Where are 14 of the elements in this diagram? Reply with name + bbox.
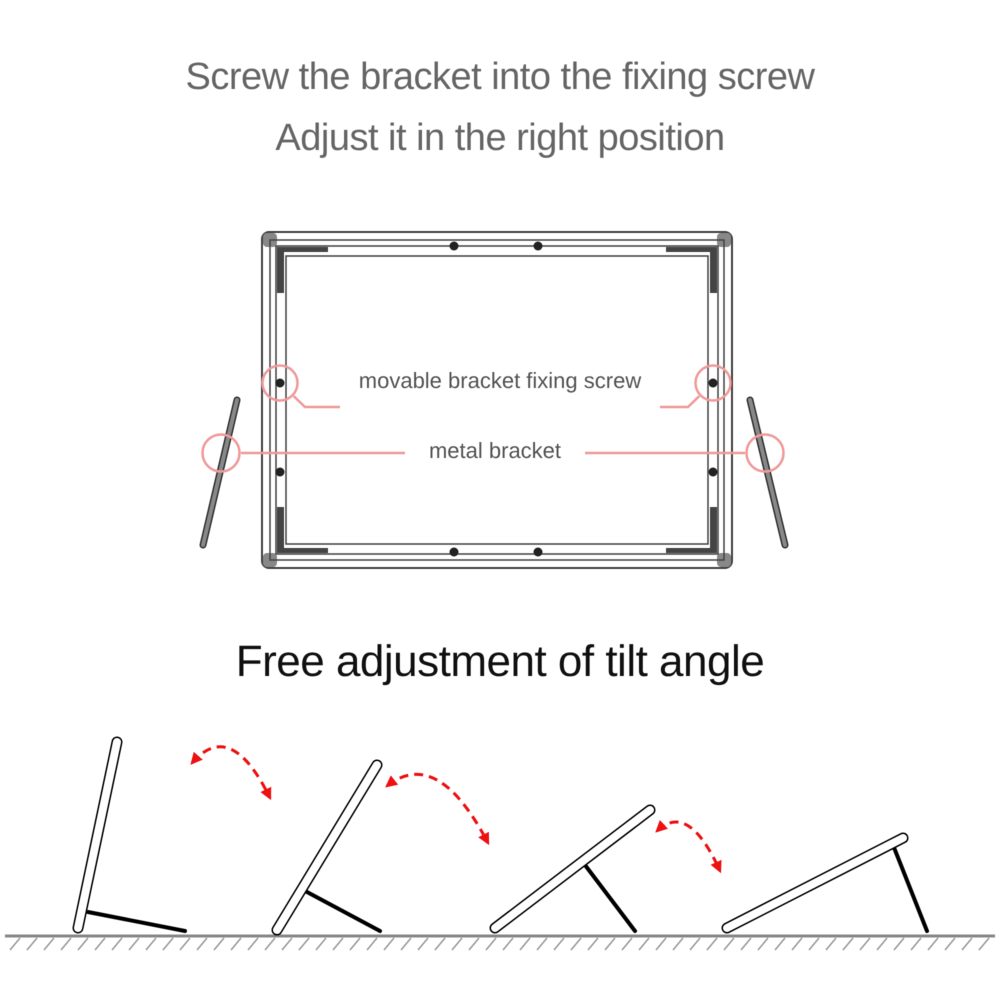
leader-line (292, 395, 340, 408)
curved-arrow (190, 745, 272, 800)
heading-text: Free adjustment of tilt angle (236, 637, 764, 686)
heading-text: Adjust it in the right position (275, 117, 725, 159)
leader-line (241, 452, 405, 454)
highlight-circle (201, 433, 241, 473)
highlight-circle (694, 364, 732, 402)
leader-line (660, 395, 700, 408)
curved-arrow (655, 820, 722, 874)
leader-line (585, 452, 745, 454)
highlight-circle (261, 364, 299, 402)
heading-text: Screw the bracket into the fixing screw (186, 56, 814, 98)
highlight-circle (745, 433, 785, 473)
curved-arrow (385, 773, 490, 846)
